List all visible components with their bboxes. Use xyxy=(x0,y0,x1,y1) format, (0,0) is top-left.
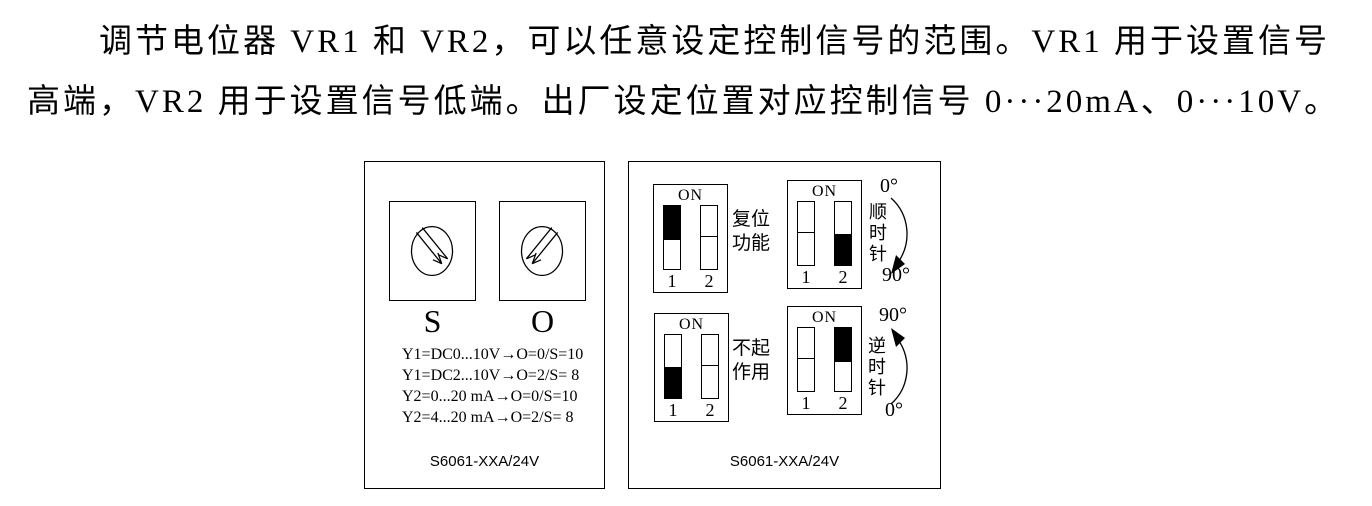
dip-on-label: ON xyxy=(811,183,838,200)
dial-o-label: O xyxy=(530,303,555,339)
dip-switch-1 xyxy=(663,205,681,270)
dip-switch-2 xyxy=(701,334,719,399)
caption-line: 作用 xyxy=(732,362,771,383)
settings-line: Y1=DC0...10V→O=0/S=10 xyxy=(402,346,584,363)
settings-line: Y2=4...20 mA→O=2/S= 8 xyxy=(402,409,574,426)
clockwise-arrow-icon xyxy=(890,197,908,274)
dip-switch-2 xyxy=(834,327,852,392)
dip-switch-1-number: 1 xyxy=(801,267,811,287)
dip-switch-1 xyxy=(664,334,682,399)
paragraph-line-1: 调节电位器 VR1 和 VR2，可以任意设定控制信号的范围。VR1 用于设置信号 xyxy=(99,24,1331,60)
settings-line: Y2=0...20 mA→O=0/S=10 xyxy=(402,388,578,405)
direction-char: 针 xyxy=(868,378,886,398)
direction-char: 时 xyxy=(869,223,887,243)
dip-on-label: ON xyxy=(678,316,705,333)
dip-block-no-effect: ON 1 2 xyxy=(654,313,729,422)
angle-label-0: 0° xyxy=(880,175,898,197)
model-label: S6061-XXA/24V xyxy=(729,453,840,470)
dip-on-label: ON xyxy=(677,187,704,204)
direction-label-clockwise: 顺 时 针 xyxy=(867,202,889,265)
paragraph-line-2: 高端，VR2 用于设置信号低端。出厂设定位置对应控制信号 0···20mA、0·… xyxy=(27,84,1341,120)
dial-s-label: S xyxy=(423,303,442,339)
dial-square-s xyxy=(389,201,476,301)
dip-switch-panel: ON 1 2 复位 功能 ON 1 2 0° 顺 时 针 90° ON 1 2 … xyxy=(628,161,941,489)
dip-switch-2 xyxy=(834,201,852,266)
direction-char: 时 xyxy=(868,357,886,377)
counterclockwise-arrow-icon xyxy=(890,328,908,405)
direction-char: 针 xyxy=(869,244,887,264)
caption-line: 功能 xyxy=(732,233,771,254)
dip-block-reset-function: ON 1 2 xyxy=(653,184,728,293)
angle-label-90: 90° xyxy=(879,304,907,326)
settings-line: Y1=DC2...10V→O=2/S= 8 xyxy=(402,367,580,384)
caption-line: 不起 xyxy=(732,338,771,359)
model-label: S6061-XXA/24V xyxy=(429,453,540,470)
direction-char: 顺 xyxy=(869,202,887,222)
caption-no-effect: 不起 作用 xyxy=(732,337,770,385)
dip-block-counterclockwise: ON 1 2 xyxy=(787,306,862,415)
dip-switch-2-number: 2 xyxy=(704,271,714,291)
caption-reset-function: 复位 功能 xyxy=(732,208,770,256)
dip-switch-2 xyxy=(700,205,718,270)
direction-char: 逆 xyxy=(868,336,886,356)
dip-block-clockwise: ON 1 2 xyxy=(787,180,862,289)
caption-line: 复位 xyxy=(732,209,771,230)
dip-switch-2-number: 2 xyxy=(705,400,715,420)
dip-switch-1-number: 1 xyxy=(801,393,811,413)
dip-on-label: ON xyxy=(811,309,838,326)
angle-label-90: 90° xyxy=(882,264,910,286)
dip-switch-1 xyxy=(797,327,815,392)
dip-switch-1-number: 1 xyxy=(667,271,677,291)
dial-s-icon xyxy=(410,225,454,277)
dial-square-o xyxy=(499,201,586,301)
dip-switch-2-number: 2 xyxy=(838,267,848,287)
signal-settings-table: Y1=DC0...10V→O=0/S=10 Y1=DC2...10V→O=2/S… xyxy=(402,344,583,428)
dial-o-icon xyxy=(520,225,564,277)
dip-switch-1 xyxy=(797,201,815,266)
direction-label-counterclockwise: 逆 时 针 xyxy=(866,336,888,399)
angle-label-0: 0° xyxy=(885,399,903,421)
potentiometer-panel: S O Y1=DC0...10V→O=0/S=10 Y1=DC2...10V→O… xyxy=(364,161,605,489)
dip-switch-1-number: 1 xyxy=(668,400,678,420)
dip-switch-2-number: 2 xyxy=(838,393,848,413)
